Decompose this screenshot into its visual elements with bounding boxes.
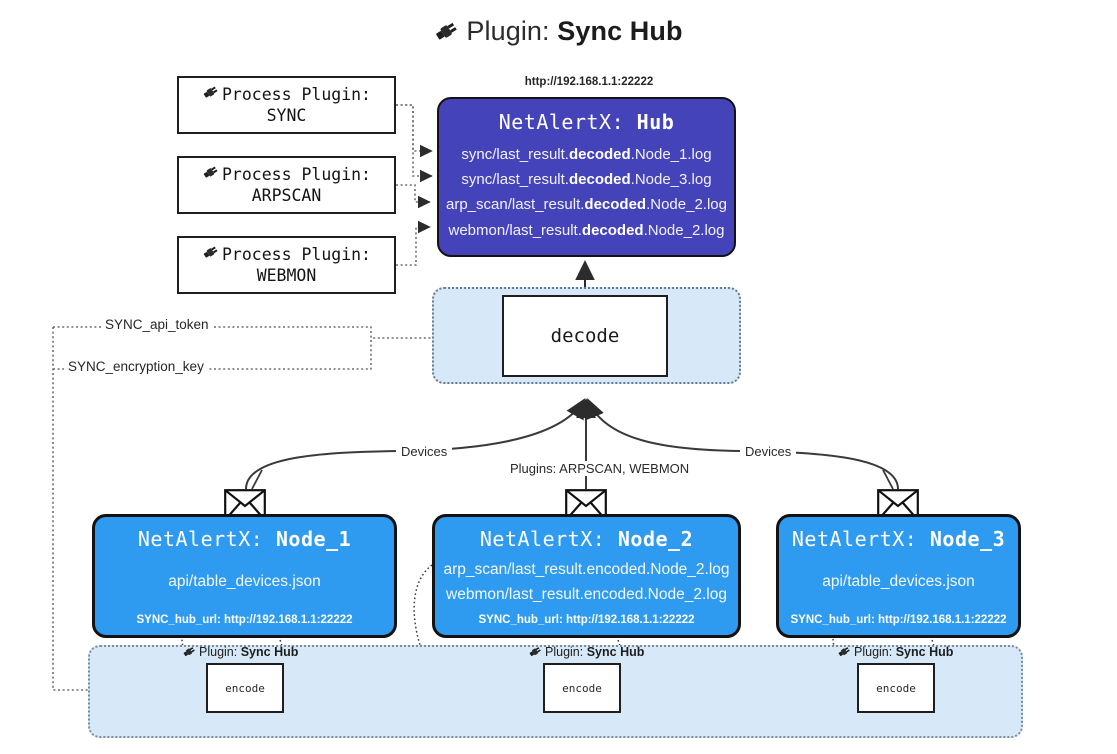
process-plugin-sync[interactable]: Process Plugin: SYNC — [177, 76, 396, 134]
hub-title-name: Hub — [636, 110, 675, 134]
node-log-line: webmon/last_result.encoded.Node_2.log — [446, 585, 727, 603]
encoder-plugin-label: Plugin: Sync Hub — [528, 645, 644, 661]
process-plugin-label: Process Plugin: — [221, 164, 371, 184]
node-lines: arp_scan/last_result.encoded.Node_2.log … — [435, 551, 738, 614]
sync-api-token-label: SYNC_api_token — [101, 317, 213, 332]
node-lines: api/table_devices.json — [95, 551, 394, 614]
plug-icon — [434, 19, 460, 50]
process-plugin-webmon[interactable]: Process Plugin: WEBMON — [177, 236, 396, 294]
process-plugin-arpscan[interactable]: Process Plugin: ARPSCAN — [177, 156, 396, 214]
plug-icon — [528, 645, 543, 661]
node-log-line: arp_scan/last_result.encoded.Node_2.log — [443, 561, 730, 579]
hub-title-prefix: NetAlertX: — [498, 110, 625, 134]
edge-label-plugins: Plugins: ARPSCAN, WEBMON — [505, 461, 695, 476]
plug-icon — [202, 244, 220, 265]
process-plugin-value: WEBMON — [256, 265, 317, 285]
process-plugin-value: SYNC — [266, 105, 307, 125]
node-title: NetAlertX: Node_1 — [137, 527, 352, 551]
hub-log-line: sync/last_result.decoded.Node_1.log — [461, 146, 712, 163]
hub-log-line: sync/last_result.decoded.Node_3.log — [461, 171, 712, 189]
node-lines: api/table_devices.json — [779, 551, 1018, 614]
node-box-node-1[interactable]: NetAlertX: Node_1 api/table_devices.json… — [92, 514, 397, 638]
encode-box[interactable]: encode — [857, 663, 935, 713]
edge-label-devices-right: Devices — [740, 444, 797, 459]
edge-label-devices-left: Devices — [396, 444, 453, 459]
node-hub-url: SYNC_hub_url: http://192.168.1.1:22222 — [790, 614, 1007, 626]
process-plugin-label: Process Plugin: — [221, 244, 371, 264]
node-box-node-2[interactable]: NetAlertX: Node_2 arp_scan/last_result.e… — [432, 514, 741, 638]
page-title-name: Sync Hub — [557, 16, 683, 46]
process-plugin-label: Process Plugin: — [221, 84, 371, 104]
plug-icon — [182, 645, 197, 661]
node-hub-url: SYNC_hub_url: http://192.168.1.1:22222 — [478, 614, 695, 626]
hub-log-line: webmon/last_result.decoded.Node_2.log — [448, 221, 725, 239]
encode-box[interactable]: encode — [543, 663, 621, 713]
node-box-node-3[interactable]: NetAlertX: Node_3 api/table_devices.json… — [776, 514, 1021, 638]
node-title: NetAlertX: Node_3 — [791, 527, 1006, 551]
page-title-prefix: Plugin: — [466, 16, 550, 46]
hub-url: http://192.168.1.1:22222 — [524, 76, 654, 88]
plug-icon — [837, 645, 852, 661]
node-hub-url: SYNC_hub_url: http://192.168.1.1:22222 — [136, 614, 353, 626]
node-log-line: api/table_devices.json — [822, 573, 975, 591]
hub-log-line: arp_scan/last_result.decoded.Node_2.log — [446, 196, 727, 214]
plug-icon — [202, 164, 220, 185]
encode-box[interactable]: encode — [206, 663, 284, 713]
page-title: Plugin: Sync Hub — [0, 16, 1117, 50]
decode-box[interactable]: decode — [502, 295, 668, 377]
hub-box[interactable]: NetAlertX: Hub sync/last_result.decoded.… — [437, 97, 736, 257]
plug-icon — [202, 84, 220, 105]
node-title: NetAlertX: Node_2 — [479, 527, 694, 551]
encoder-plugin-label: Plugin: Sync Hub — [182, 645, 298, 661]
encoder-plugin-label: Plugin: Sync Hub — [837, 645, 953, 661]
sync-encryption-key-label: SYNC_encryption_key — [64, 359, 208, 374]
process-plugin-value: ARPSCAN — [251, 185, 322, 205]
hub-title: NetAlertX: Hub — [499, 110, 675, 134]
node-log-line: api/table_devices.json — [168, 573, 321, 591]
